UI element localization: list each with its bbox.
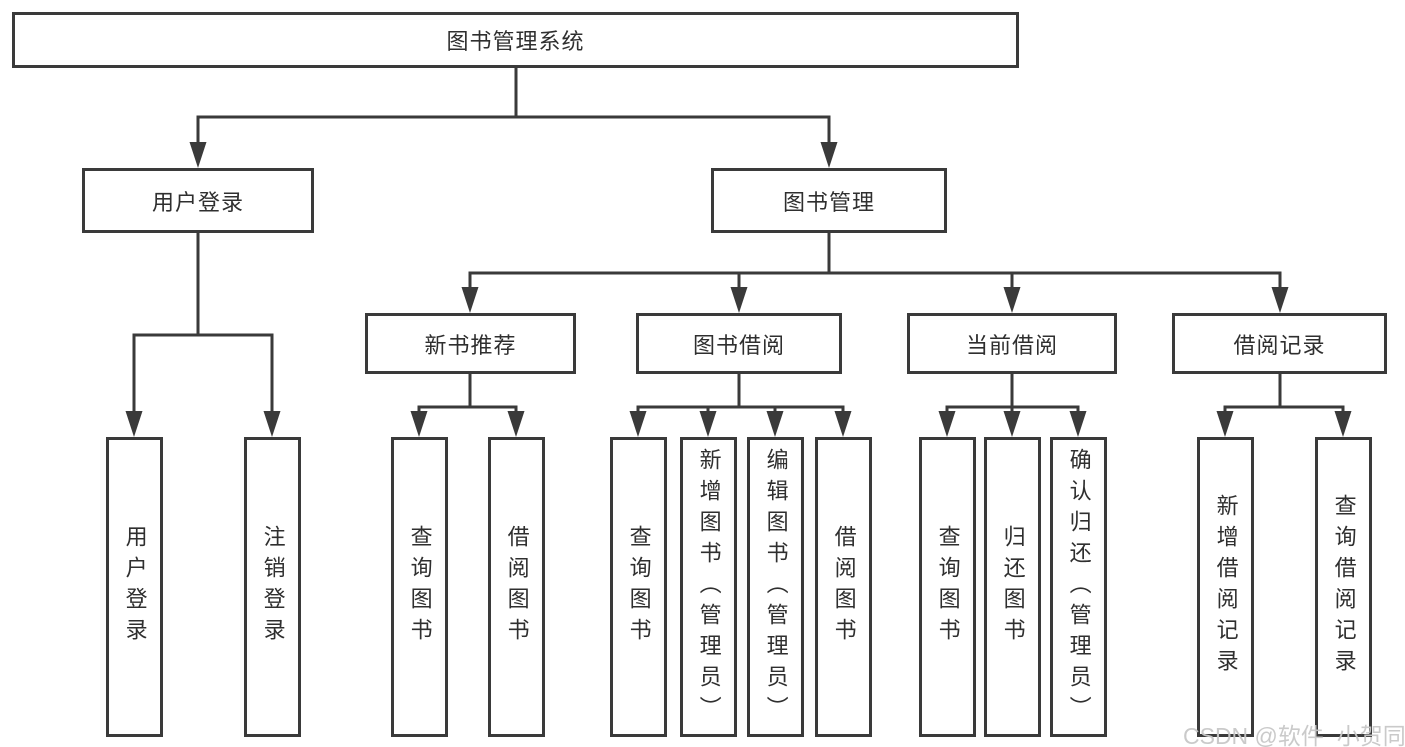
leaf-label: 查询图书 (626, 525, 652, 649)
leaf-label: 查询图书 (407, 525, 433, 649)
leaf-query-books-borrow: 查询图书 (610, 437, 667, 737)
leaf-label: 编辑图书（管理员） (763, 447, 789, 727)
watermark: CSDN @软件_小贺同学 (1183, 723, 1405, 747)
leaf-label: 借阅图书 (831, 525, 857, 649)
node-book-management: 图书管理 (711, 168, 947, 233)
node-current-borrowing: 当前借阅 (907, 313, 1117, 374)
arrowhead-down-icon (1271, 287, 1289, 313)
arrowhead-down-icon (263, 411, 281, 437)
connector-line (468, 271, 1282, 297)
leaf-query-borrow-record: 查询借阅记录 (1315, 437, 1372, 737)
arrowhead-down-icon (410, 411, 428, 437)
leaf-borrow-books-newbook: 借阅图书 (488, 437, 545, 737)
leaf-confirm-return-admin: 确认归还（管理员） (1050, 437, 1107, 737)
node-book-borrowing: 图书借阅 (636, 313, 842, 374)
arrowhead-down-icon (1003, 411, 1021, 437)
arrowhead-down-icon (766, 411, 784, 437)
leaf-logout: 注销登录 (244, 437, 301, 737)
connector-line (1223, 405, 1345, 420)
node-root: 图书管理系统 (12, 12, 1019, 68)
leaf-label: 确认归还（管理员） (1066, 447, 1092, 727)
leaf-label: 用户登录 (122, 525, 148, 649)
node-borrowing-records: 借阅记录 (1172, 313, 1387, 374)
leaf-label: 查询图书 (935, 525, 961, 649)
arrowhead-down-icon (699, 411, 717, 437)
leaf-label: 借阅图书 (504, 525, 530, 649)
connector-line (132, 333, 274, 420)
leaf-label: 新增图书（管理员） (696, 447, 722, 727)
arrowhead-down-icon (461, 287, 479, 313)
leaf-add-borrow-record: 新增借阅记录 (1197, 437, 1254, 737)
leaf-return-books: 归还图书 (984, 437, 1041, 737)
connector-line (417, 405, 518, 420)
leaf-label: 新增借阅记录 (1213, 494, 1239, 680)
arrowhead-down-icon (1069, 411, 1087, 437)
connector-line (196, 115, 831, 150)
arrowheads (125, 142, 1352, 437)
leaf-edit-book-admin: 编辑图书（管理员） (747, 437, 804, 737)
leaf-user-login: 用户登录 (106, 437, 163, 737)
leaf-add-book-admin: 新增图书（管理员） (680, 437, 737, 737)
node-user-login: 用户登录 (82, 168, 314, 233)
node-new-book-recommendation: 新书推荐 (365, 313, 576, 374)
arrowhead-down-icon (820, 142, 838, 168)
leaf-label: 归还图书 (1000, 525, 1026, 649)
arrowhead-down-icon (629, 411, 647, 437)
leaf-label: 注销登录 (260, 525, 286, 649)
arrowhead-down-icon (834, 411, 852, 437)
arrowhead-down-icon (507, 411, 525, 437)
arrowhead-down-icon (189, 142, 207, 168)
arrowhead-down-icon (730, 287, 748, 313)
connector-line (636, 405, 845, 420)
arrowhead-down-icon (1334, 411, 1352, 437)
arrowhead-down-icon (1216, 411, 1234, 437)
leaf-borrow-books-borrow: 借阅图书 (815, 437, 872, 737)
arrowhead-down-icon (125, 411, 143, 437)
leaf-label: 查询借阅记录 (1331, 494, 1357, 680)
arrowhead-down-icon (1003, 287, 1021, 313)
arrowhead-down-icon (938, 411, 956, 437)
leaf-query-books-newbook: 查询图书 (391, 437, 448, 737)
leaf-query-books-current: 查询图书 (919, 437, 976, 737)
